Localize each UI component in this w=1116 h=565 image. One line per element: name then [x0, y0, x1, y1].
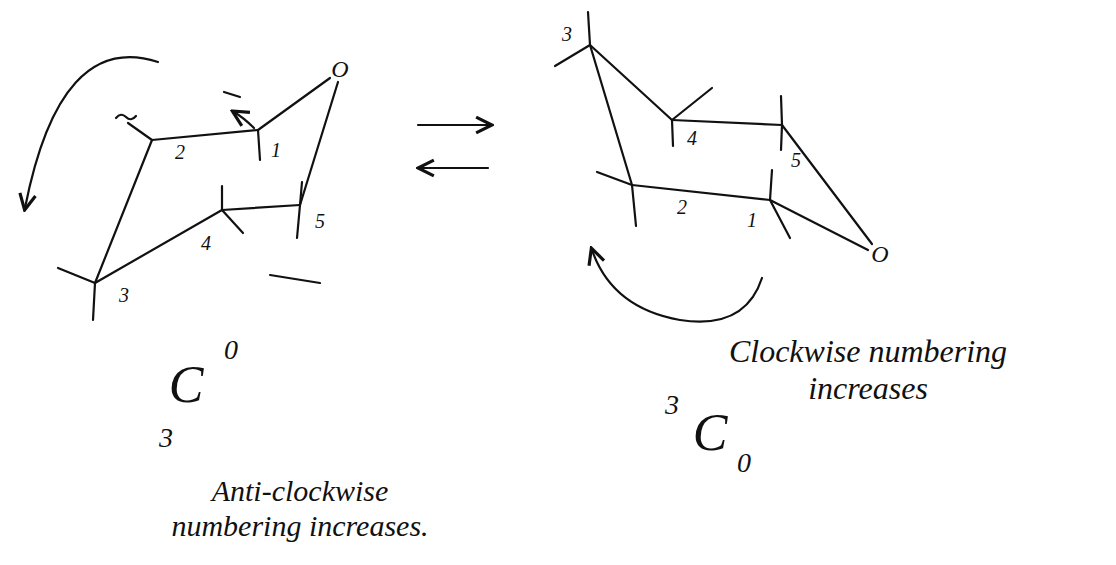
substituent-bond	[58, 268, 95, 283]
notation-letter: C	[693, 403, 728, 463]
atom-number: 5	[791, 149, 801, 172]
substituent-bond	[672, 88, 712, 120]
substituent-bond	[222, 210, 243, 233]
equilibrium-arrow	[418, 124, 490, 126]
notation-subscript: 0	[737, 447, 751, 479]
substituent-bond	[770, 200, 790, 238]
atom-number: 1	[271, 139, 281, 162]
substituent-bond	[93, 283, 95, 320]
shift-arrow	[234, 112, 254, 128]
ring-bond	[95, 210, 222, 283]
notation-subscript: 3	[159, 422, 173, 454]
ring-bond	[222, 205, 300, 210]
flip-arrow	[25, 57, 158, 208]
notation-letter: C	[169, 355, 204, 415]
ring-bond	[152, 130, 258, 140]
atom-number: 4	[687, 127, 697, 150]
substituent-bond	[300, 182, 302, 205]
ring-oxygen: O	[871, 241, 888, 269]
squiggle-mark	[116, 115, 136, 120]
substituent-bond	[221, 186, 223, 210]
ring-bond	[632, 185, 770, 200]
atom-number: 3	[562, 23, 572, 46]
atom-number: 5	[315, 210, 325, 233]
substituent-bond	[297, 205, 300, 238]
ring-oxygen: O	[331, 56, 348, 84]
notation-superscript: 3	[665, 389, 679, 421]
substituent-bond	[632, 185, 636, 226]
atom-number: 2	[677, 196, 687, 219]
ring-bond	[770, 200, 868, 250]
substituent-bond	[781, 96, 782, 125]
atom-number: 2	[175, 141, 185, 164]
ring-bond	[300, 82, 338, 205]
ring-bond	[672, 120, 782, 125]
substituent-bond	[258, 130, 260, 160]
atom-number: 4	[201, 232, 211, 255]
substituent-bond	[555, 45, 590, 66]
dash-mark	[270, 275, 320, 283]
notation-superscript: 0	[224, 334, 238, 366]
note-text: Clockwise numbering increases	[703, 333, 1033, 407]
flip-arrow	[592, 250, 762, 322]
equilibrium-arrow	[420, 167, 488, 169]
ring-bond	[258, 78, 330, 130]
atom-number: 3	[119, 284, 129, 307]
ring-bond	[782, 125, 872, 244]
substituent-bond	[597, 172, 632, 185]
substituent-bond	[770, 170, 772, 200]
substituent-bond	[672, 120, 673, 146]
substituent-bond	[128, 123, 152, 140]
substituent-bond	[588, 12, 590, 45]
atom-number: 1	[747, 209, 757, 232]
ring-bond	[95, 140, 152, 283]
dash-mark	[224, 92, 240, 97]
note-text: Anti-clockwise numbering increases.	[150, 474, 450, 543]
substituent-bond	[781, 125, 782, 150]
ring-bond	[590, 45, 632, 185]
